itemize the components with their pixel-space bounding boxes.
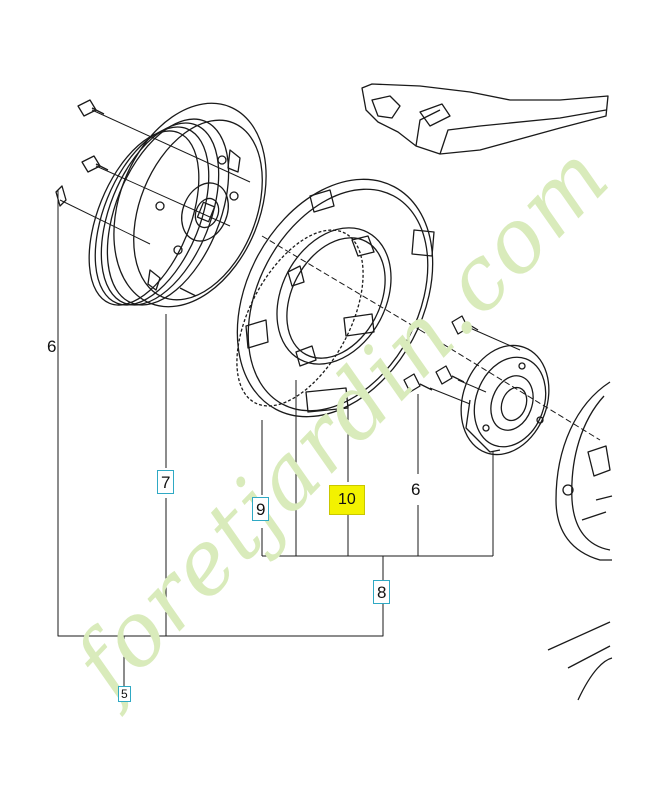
callout-5-partial: 5 (118, 686, 131, 702)
screws-right (403, 315, 479, 393)
callout-6-left: 6 (47, 337, 57, 356)
housing-bottom-part (547, 621, 613, 701)
bearing-cap (460, 344, 550, 456)
housing-right-part (555, 381, 613, 561)
pulley-flywheel (88, 102, 267, 308)
screws-left (55, 99, 109, 207)
callout-leaders (57, 109, 601, 688)
callout-8: 8 (373, 580, 391, 604)
callout-6: 6 (411, 480, 421, 499)
callout-7: 7 (157, 470, 175, 494)
drive-ring-assembly (236, 178, 435, 418)
callout-9: 9 (252, 497, 270, 521)
housing-top-part (361, 83, 609, 155)
callout-10-highlighted: 10 (329, 485, 365, 515)
